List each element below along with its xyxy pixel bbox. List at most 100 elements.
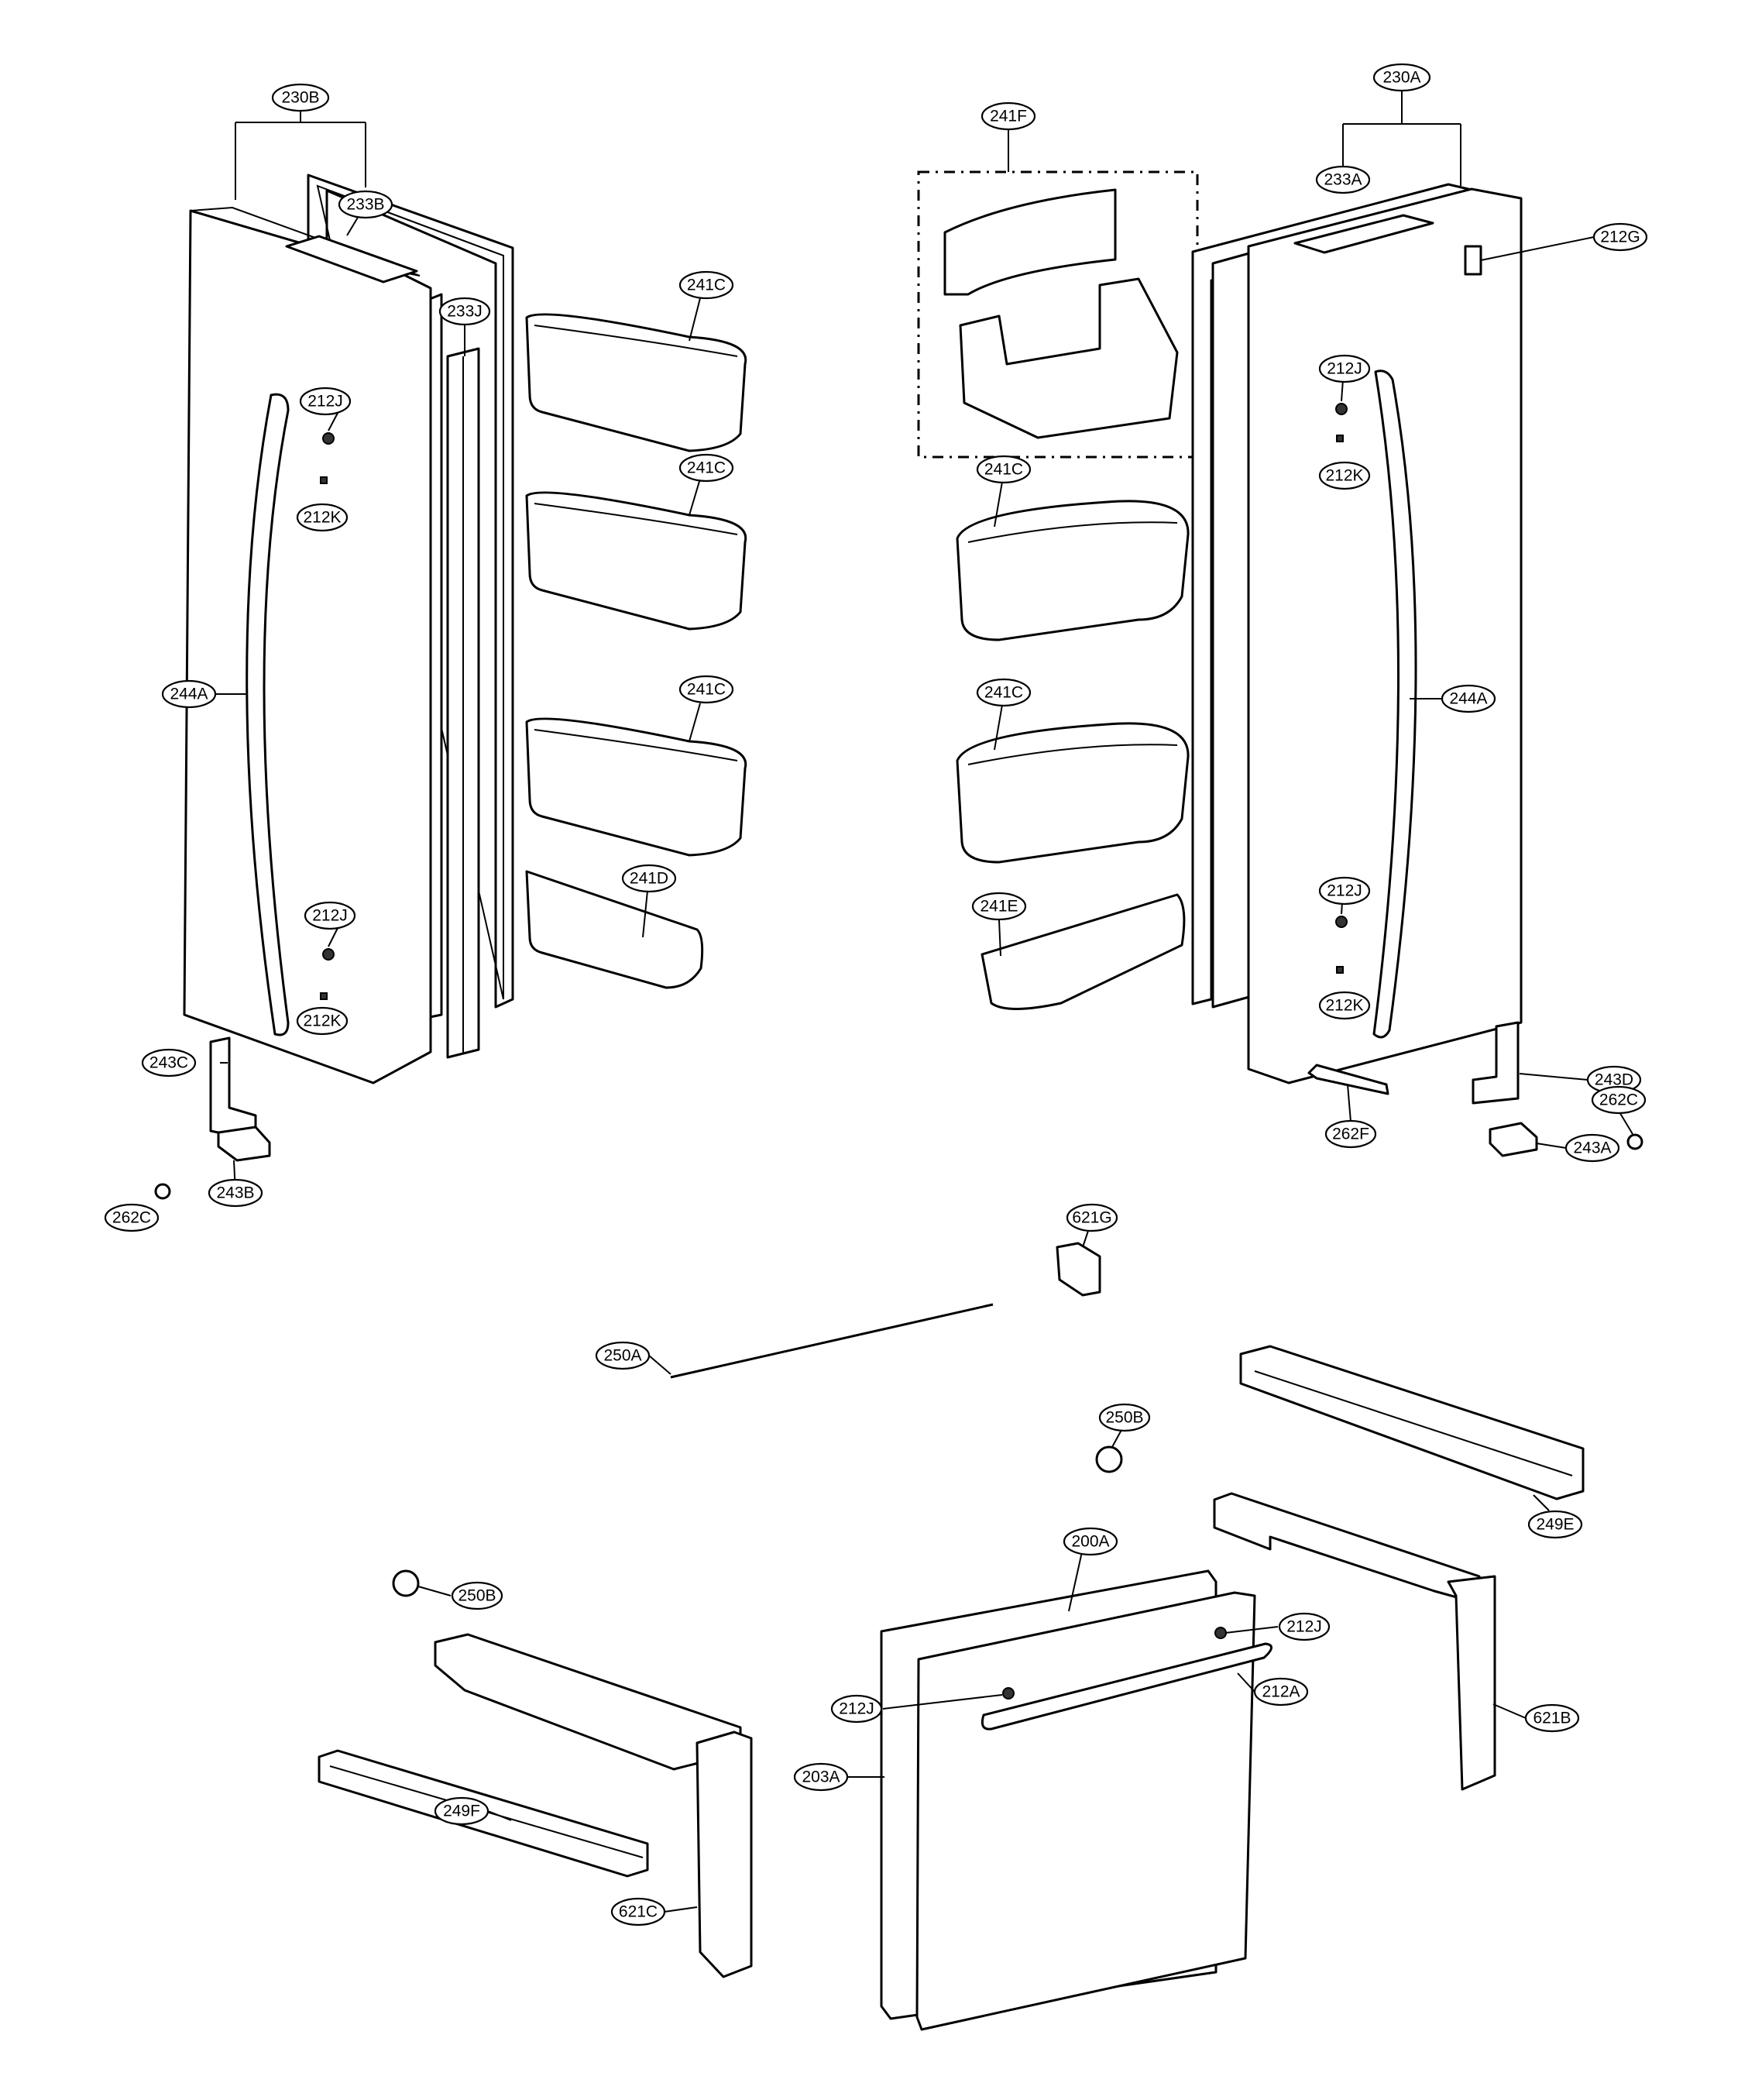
svg-text:241C: 241C bbox=[687, 459, 726, 477]
callout-241C-right-2: 241C bbox=[976, 678, 1032, 707]
left-door-bins bbox=[525, 313, 747, 989]
callout-212A: 212A bbox=[1253, 1677, 1309, 1706]
callout-241C-left-2: 241C bbox=[678, 453, 734, 483]
callout-621C: 621C bbox=[610, 1897, 666, 1926]
callout-621B: 621B bbox=[1524, 1703, 1580, 1733]
callout-243A: 243A bbox=[1564, 1133, 1620, 1163]
right-door-plug-bottom bbox=[1336, 966, 1344, 974]
svg-text:212K: 212K bbox=[303, 509, 341, 527]
right-door-screw-bottom bbox=[1335, 916, 1348, 928]
left-door-screw-top bbox=[322, 432, 335, 445]
right-hinge-bracket-243D bbox=[1472, 1021, 1520, 1105]
right-door-top-cap bbox=[1293, 214, 1434, 254]
svg-text:212K: 212K bbox=[303, 1012, 341, 1030]
svg-text:233A: 233A bbox=[1324, 171, 1362, 189]
bracket-621B bbox=[1447, 1575, 1496, 1791]
drawer-left-rail bbox=[434, 1633, 742, 1771]
svg-text:233B: 233B bbox=[346, 196, 384, 214]
svg-text:212J: 212J bbox=[1286, 1618, 1322, 1636]
callout-230A: 230A bbox=[1372, 63, 1431, 92]
callout-262F: 262F bbox=[1324, 1119, 1377, 1149]
callout-212J-right-bottom: 212J bbox=[1318, 876, 1371, 906]
callout-262C-right: 262C bbox=[1591, 1085, 1647, 1115]
callout-212K-left-bottom: 212K bbox=[296, 1006, 349, 1036]
callout-249E: 249E bbox=[1527, 1510, 1583, 1539]
callout-241F: 241F bbox=[981, 101, 1036, 131]
right-door-handle bbox=[1372, 369, 1417, 1039]
drawer-screw-left bbox=[1002, 1687, 1015, 1700]
callout-212J-right-top: 212J bbox=[1318, 354, 1371, 383]
left-door-handle bbox=[246, 393, 290, 1036]
right-door-screw-top bbox=[1335, 403, 1348, 415]
left-hinge-243B bbox=[217, 1126, 271, 1162]
right-washer-262C bbox=[1626, 1133, 1643, 1150]
svg-text:230B: 230B bbox=[281, 89, 319, 107]
svg-text:621G: 621G bbox=[1072, 1209, 1111, 1227]
callout-241C-left-1: 241C bbox=[678, 270, 734, 300]
svg-text:212K: 212K bbox=[1325, 997, 1363, 1015]
callout-233J: 233J bbox=[438, 297, 491, 326]
svg-text:241C: 241C bbox=[984, 684, 1023, 702]
svg-text:241E: 241E bbox=[980, 898, 1018, 916]
callout-212K-right-bottom: 212K bbox=[1318, 991, 1371, 1020]
svg-text:212J: 212J bbox=[307, 393, 343, 411]
gear-250B-mid bbox=[1095, 1445, 1123, 1473]
gear-250B-left bbox=[392, 1569, 420, 1597]
leader-lines bbox=[214, 91, 1633, 1913]
svg-text:243C: 243C bbox=[149, 1054, 188, 1072]
left-door-plug-top bbox=[320, 476, 328, 484]
callout-243B: 243B bbox=[208, 1178, 263, 1208]
right-bin-group-241F bbox=[917, 170, 1199, 459]
callout-bubbles: 230B 233B 233J 212J 212K 244A 212J 212K … bbox=[104, 63, 1648, 1926]
middle-parts bbox=[670, 1242, 1585, 1500]
svg-text:621B: 621B bbox=[1533, 1710, 1571, 1727]
svg-text:249F: 249F bbox=[443, 1803, 480, 1820]
svg-text:200A: 200A bbox=[1071, 1533, 1109, 1551]
callout-250A: 250A bbox=[595, 1341, 651, 1370]
callout-241C-left-3: 241C bbox=[678, 675, 734, 704]
svg-text:262F: 262F bbox=[1332, 1126, 1369, 1143]
callout-250B-middle: 250B bbox=[1098, 1403, 1151, 1432]
right-door-bins bbox=[917, 170, 1199, 1010]
left-hinge-bracket-243C bbox=[209, 1036, 257, 1142]
left-door-top-cap bbox=[285, 235, 418, 284]
svg-text:250A: 250A bbox=[603, 1347, 641, 1365]
left-door-plug-bottom bbox=[320, 992, 328, 1000]
drawer-right-rail bbox=[1213, 1492, 1481, 1605]
svg-text:212G: 212G bbox=[1600, 229, 1640, 246]
right-bin-2 bbox=[956, 722, 1190, 864]
callout-212G: 212G bbox=[1592, 222, 1648, 252]
callout-212J-drawer-right: 212J bbox=[1278, 1612, 1331, 1641]
bracket-621C bbox=[695, 1731, 753, 1978]
svg-text:241D: 241D bbox=[630, 870, 668, 888]
right-door-panel bbox=[1247, 187, 1523, 1084]
svg-text:243D: 243D bbox=[1595, 1071, 1633, 1089]
svg-text:212J: 212J bbox=[839, 1700, 874, 1718]
left-bin-3 bbox=[525, 717, 747, 857]
svg-text:230A: 230A bbox=[1382, 69, 1420, 87]
callout-212J-drawer-left: 212J bbox=[830, 1694, 883, 1724]
svg-text:250B: 250B bbox=[1105, 1409, 1143, 1427]
svg-text:203A: 203A bbox=[802, 1768, 840, 1786]
svg-text:241C: 241C bbox=[984, 461, 1023, 479]
right-bin-1 bbox=[956, 500, 1190, 641]
svg-text:233J: 233J bbox=[447, 303, 483, 321]
svg-text:250B: 250B bbox=[458, 1587, 496, 1605]
svg-text:249E: 249E bbox=[1536, 1516, 1574, 1534]
callout-241C-right-1: 241C bbox=[976, 455, 1032, 484]
drawer-screw-right bbox=[1214, 1627, 1227, 1639]
right-hinge-spring-262F bbox=[1307, 1064, 1389, 1095]
callout-212K-right-top: 212K bbox=[1318, 461, 1371, 490]
bar-250A bbox=[670, 1303, 994, 1379]
callout-212J-left-bottom: 212J bbox=[304, 901, 356, 930]
svg-text:262C: 262C bbox=[1599, 1091, 1638, 1109]
callout-249F: 249F bbox=[434, 1796, 489, 1826]
right-bin-241E bbox=[981, 893, 1186, 1010]
callout-212J-left-top: 212J bbox=[299, 387, 352, 416]
callout-243C: 243C bbox=[141, 1048, 197, 1077]
svg-text:262C: 262C bbox=[112, 1209, 151, 1227]
callout-244A-left: 244A bbox=[161, 679, 217, 709]
callout-212K-left-top: 212K bbox=[296, 503, 349, 532]
svg-text:241C: 241C bbox=[687, 277, 726, 294]
